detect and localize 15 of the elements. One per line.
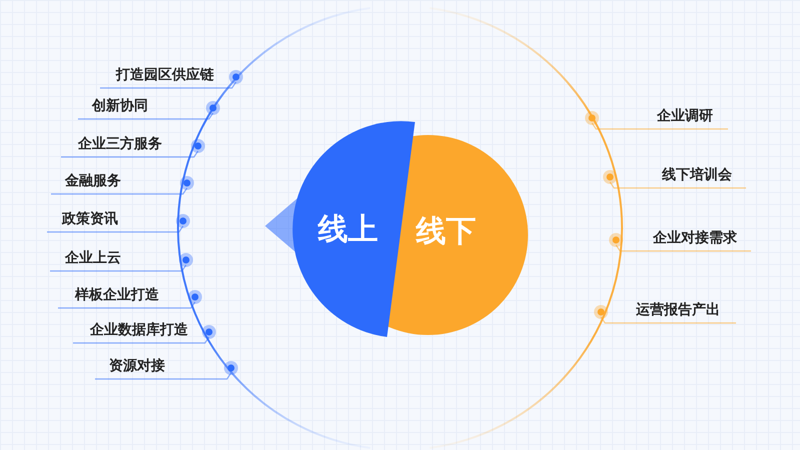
item-label: 企业三方服务	[78, 134, 162, 154]
item-label: 资源对接	[109, 357, 165, 376]
item-label: 打造园区供应链	[116, 66, 214, 85]
item-label: 运营报告产出	[636, 301, 720, 320]
item-label: 企业上云	[65, 249, 121, 268]
item-label: 企业对接需求	[653, 229, 737, 248]
item-label: 企业数据库打造	[90, 320, 188, 340]
node-label: 线上	[318, 212, 378, 248]
item-label: 线下培训会	[662, 166, 732, 185]
item-label: 政策资讯	[62, 210, 118, 229]
item-label: 企业调研	[657, 107, 713, 126]
item-label: 创新协同	[92, 96, 148, 116]
item-label: 样板企业打造	[75, 286, 159, 305]
node-label: 线下	[416, 214, 476, 250]
item-label: 金融服务	[65, 172, 121, 191]
